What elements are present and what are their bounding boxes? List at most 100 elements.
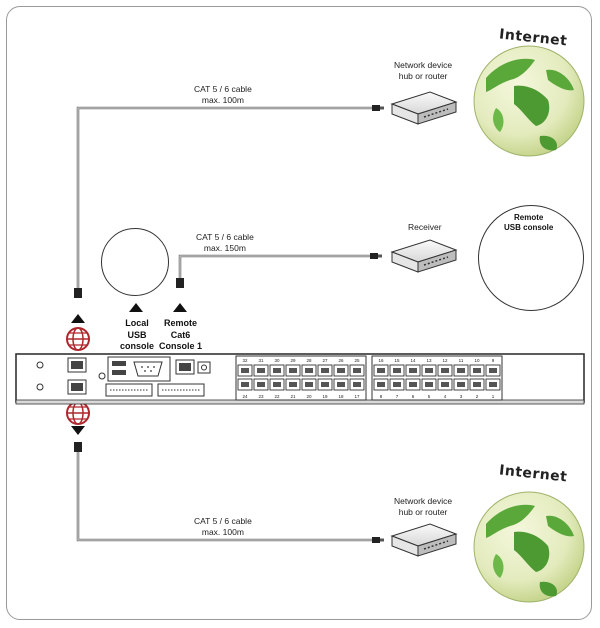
remote-port-line3: Console 1 [159,341,203,351]
port-number-label: 7 [396,394,399,399]
local-usb-console-label: Local USB console [120,318,154,353]
mid-cable-type: CAT 5 / 6 cable [196,232,254,242]
globe-top-icon [473,45,585,157]
rj45-port-jack [409,382,417,387]
top-device-label: Network device hub or router [394,60,452,82]
network-device-top-icon [390,91,458,125]
lan-port-1 [67,357,87,373]
rj45-port-jack [321,382,329,387]
rj45-port-jack [393,368,401,373]
remote-cat6-console-label: Remote Cat6 Console 1 [159,318,202,353]
local-label-line1: Local [125,318,149,328]
port-number-label: 17 [354,394,360,399]
port-number-label: 2 [476,394,479,399]
rj45-port-jack [241,382,249,387]
port-number-label: 4 [444,394,447,399]
diagram-frame [6,6,592,620]
port-number-label: 1 [492,394,495,399]
receiver-label: Receiver [408,222,442,232]
remote-label-line2: USB console [504,223,554,232]
port-number-label: 29 [290,358,296,363]
rj45-port-jack [473,368,481,373]
remote-port-line1: Remote [164,318,198,328]
top-cable-label: CAT 5 / 6 cable max. 100m [194,84,252,106]
rj45-port-jack [409,368,417,373]
rj45-port-jack [425,368,433,373]
mid-cable [176,253,382,288]
port-number-label: 28 [306,358,312,363]
port-number-label: 25 [354,358,360,363]
remote-label-line1: Remote [514,213,544,222]
bottom-device-type: hub or router [398,507,448,517]
rj45-port-jack [273,382,281,387]
top-cable-type: CAT 5 / 6 cable [194,84,252,94]
port-number-label: 13 [426,358,432,363]
rj45-port-jack [321,368,329,373]
port-number-label: 8 [380,394,383,399]
local-label-line3: console [120,341,155,351]
rj45-port-jack [473,382,481,387]
local-console-circle [101,228,169,296]
remote-console-port [157,359,211,397]
rj45-port-jack [425,382,433,387]
bottom-cable-type: CAT 5 / 6 cable [194,516,252,526]
rj45-port-jack [289,368,297,373]
bottom-cable [74,442,384,543]
receiver-icon [390,239,458,273]
port-number-label: 32 [242,358,248,363]
port-number-label: 27 [322,358,328,363]
local-label-line2: USB [127,329,147,340]
rj45-port-jack [441,368,449,373]
network-arrow-up-icon [71,314,85,323]
rj45-port-jack [273,368,281,373]
port-number-label: 6 [412,394,415,399]
remote-usb-console-label: Remote USB console [504,213,553,233]
port-number-label: 26 [338,358,344,363]
top-device-name: Network device [394,60,453,70]
rj45-port-jack [257,382,265,387]
rj45-port-jack [305,382,313,387]
port-number-label: 20 [306,394,312,399]
rj45-port-jack [241,368,249,373]
remote-port-line2: Cat6 [170,329,191,340]
port-number-label: 23 [258,394,264,399]
rj45-port-jack [457,368,465,373]
bottom-cable-label: CAT 5 / 6 cable max. 100m [194,516,252,538]
port-number-label: 21 [290,394,296,399]
port-number-label: 12 [442,358,448,363]
bottom-device-label: Network device hub or router [394,496,452,518]
globe-bottom-icon [473,491,585,603]
local-console-arrow-up-icon [129,303,143,312]
rj45-port-jack [289,382,297,387]
rj45-port-jack [377,382,385,387]
port-number-label: 15 [394,358,400,363]
rj45-port-jack [353,368,361,373]
network-device-bottom-icon [390,523,458,557]
port-number-label: 31 [258,358,264,363]
rj45-port-jack [353,382,361,387]
port-number-label: 3 [460,394,463,399]
port-number-label: 30 [274,358,280,363]
port-number-label: 5 [428,394,431,399]
port-number-label: 10 [474,358,480,363]
port-number-label: 9 [492,358,495,363]
network-globe-icon-top [66,327,90,351]
rj45-port-jack [257,368,265,373]
rj45-port-jack [305,368,313,373]
port-number-label: 22 [274,394,280,399]
rj45-port-jack [337,382,345,387]
remote-port-arrow-up-icon [173,303,187,312]
rj45-port-jack [377,368,385,373]
port-number-label: 24 [242,394,248,399]
top-cable [74,105,384,298]
port-number-label: 14 [410,358,416,363]
port-number-label: 19 [322,394,328,399]
lan-port-2 [67,379,87,395]
mid-cable-label: CAT 5 / 6 cable max. 150m [196,232,254,254]
rj45-port-jack [441,382,449,387]
port-number-label: 18 [338,394,344,399]
network-arrow-down-icon [71,426,85,435]
